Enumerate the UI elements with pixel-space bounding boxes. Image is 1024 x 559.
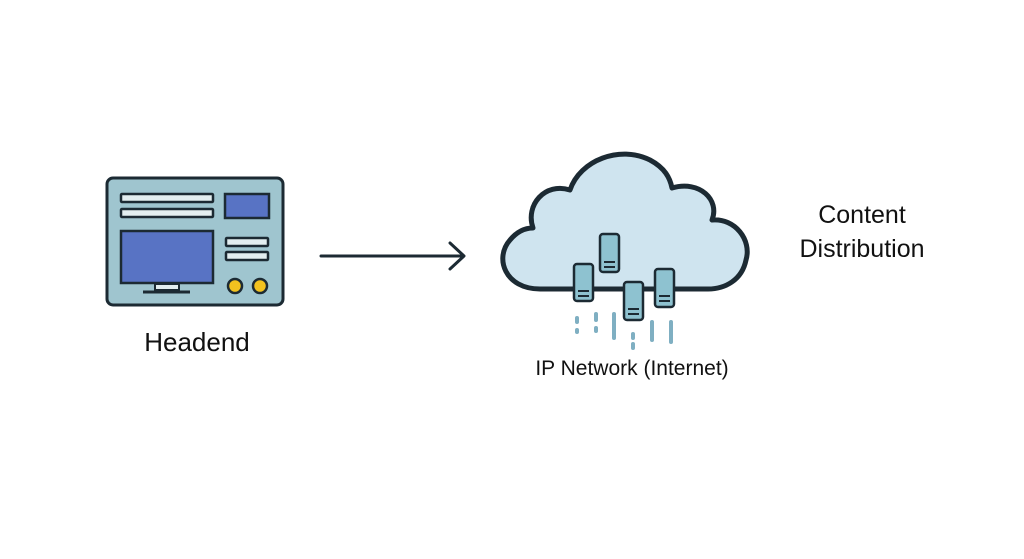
headend-bar: [119, 192, 215, 204]
arrow-headend-to-network: [319, 241, 466, 271]
content-distribution-line-2: Distribution: [799, 235, 925, 263]
headend-monitor-stand: [154, 283, 180, 291]
ip-network-label: IP Network (Internet): [535, 357, 729, 380]
cloud-shape: [500, 151, 750, 292]
content-distribution-line-1: Content: [818, 201, 906, 229]
content-distribution-label: Content Distribution: [780, 198, 944, 266]
server-icon: [598, 232, 621, 274]
server-icon: [653, 267, 676, 309]
headend-monitor-screen: [119, 229, 215, 285]
data-stream-lines: [575, 312, 673, 350]
headend-small-screen: [223, 192, 271, 220]
headend-bar: [119, 207, 215, 219]
headend-knob: [251, 277, 269, 295]
server-icon: [622, 280, 645, 322]
headend-console-icon: [105, 176, 285, 307]
headend-bar: [224, 250, 270, 262]
cloud-servers-icon: [500, 151, 750, 350]
server-icon: [572, 262, 595, 303]
headend-knob: [226, 277, 244, 295]
headend-bar: [224, 236, 270, 248]
headend-label: Headend: [144, 327, 250, 357]
